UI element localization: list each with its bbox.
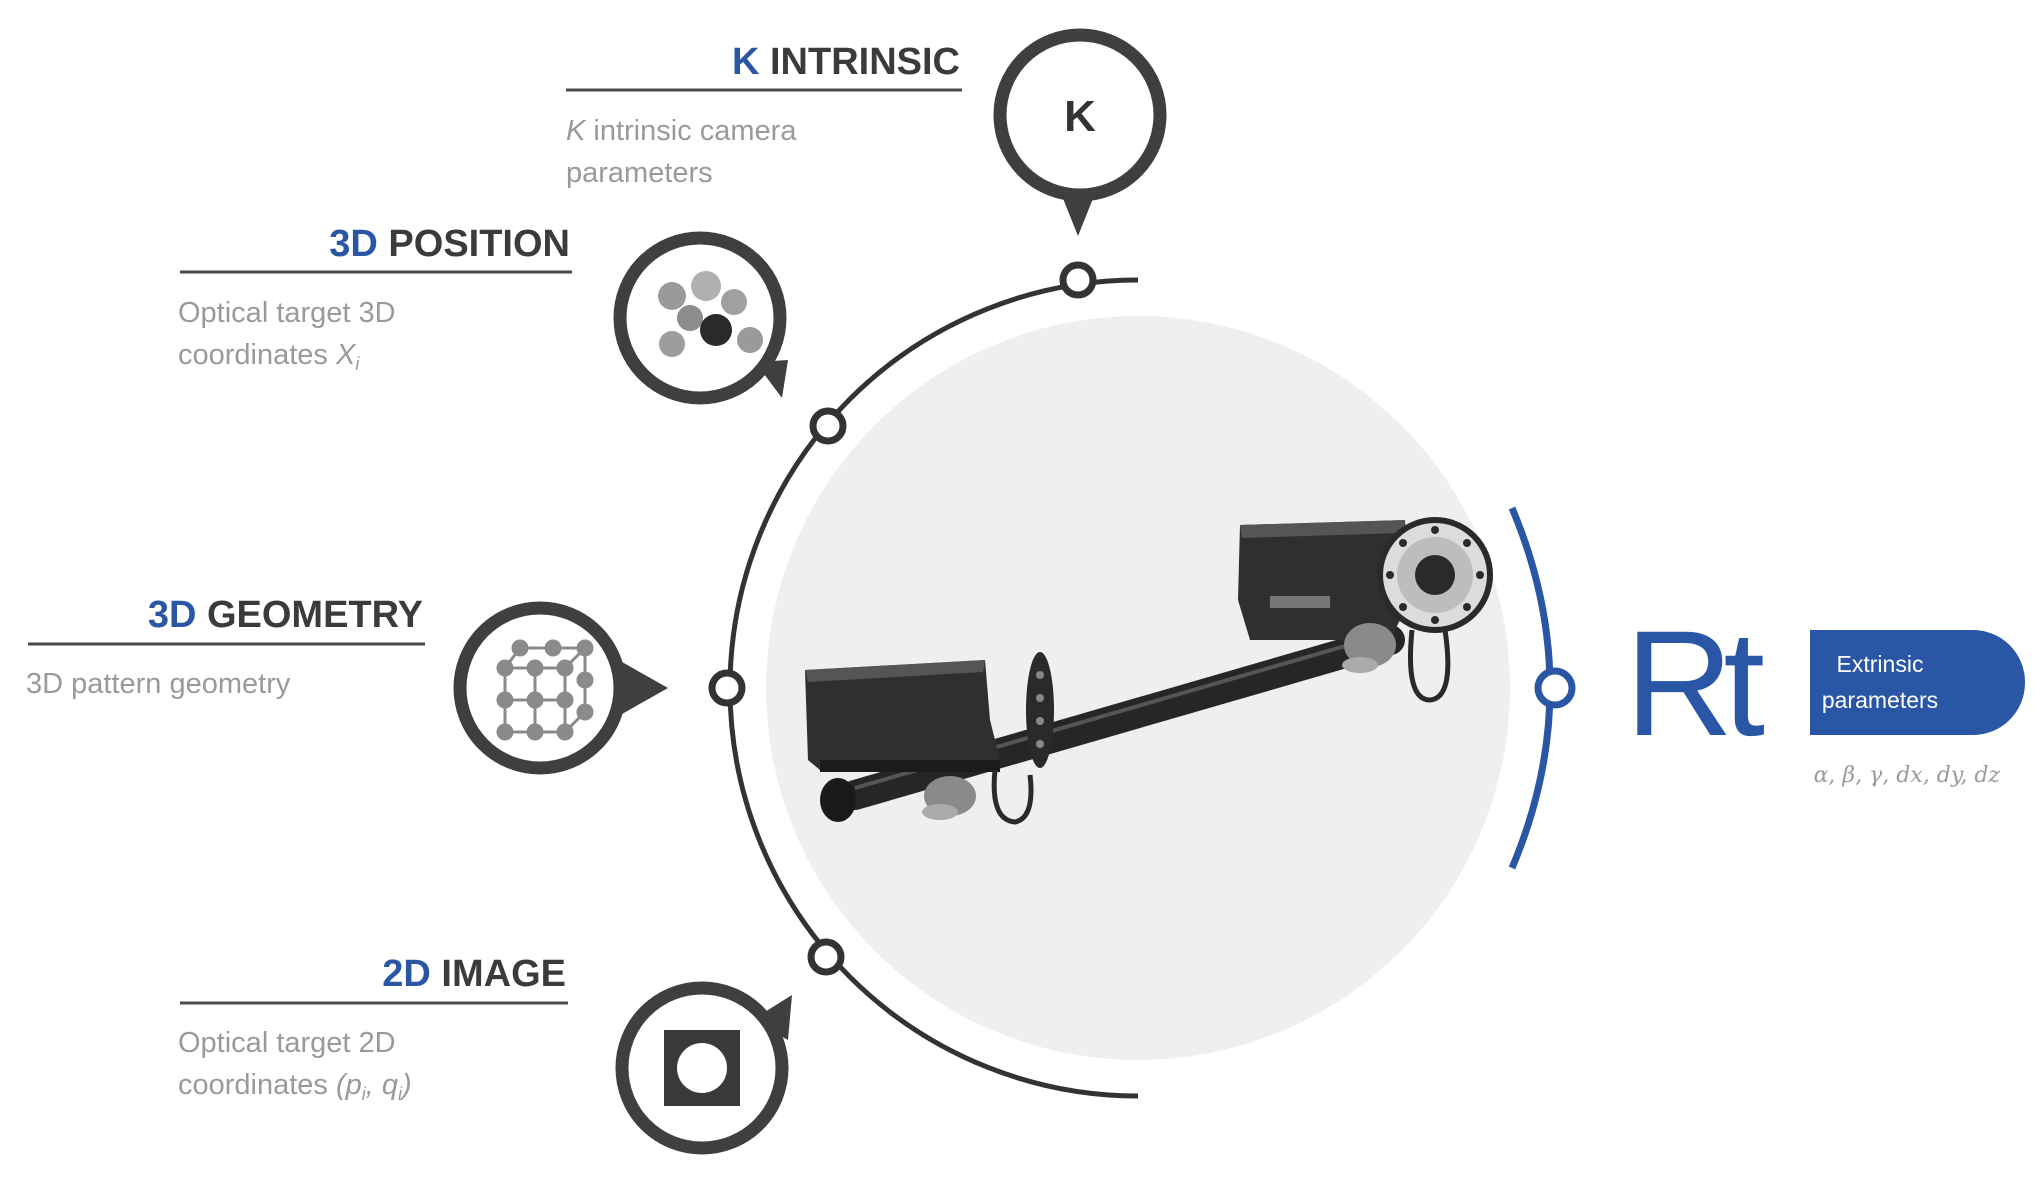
extrinsic-pill-line1: Extrinsic bbox=[1837, 651, 1924, 677]
node-2d-image bbox=[807, 938, 845, 976]
extrinsic-pill-line2: parameters bbox=[1822, 687, 1938, 713]
square-target-icon bbox=[664, 1030, 740, 1106]
extrinsic-result: Rt Extrinsic parameters α, β, γ, dx, dy,… bbox=[1625, 599, 2025, 788]
k-intrinsic-item: K INTRINSIC K intrinsic camera parameter… bbox=[566, 28, 1167, 236]
3d-position-title: 3D POSITION bbox=[329, 223, 570, 265]
node-3d-geometry bbox=[708, 669, 746, 707]
3d-position-item: 3D POSITION Optical target 3D coordinate… bbox=[178, 223, 788, 405]
2d-image-title: 2D IMAGE bbox=[382, 953, 566, 995]
extrinsic-params: α, β, γ, dx, dy, dz bbox=[1814, 763, 2001, 788]
node-extrinsic bbox=[1534, 667, 1576, 709]
3d-geometry-item: 3D GEOMETRY 3D pattern geometry bbox=[26, 594, 668, 775]
point-grid-cube-icon bbox=[496, 639, 594, 741]
k-intrinsic-title: K INTRINSIC bbox=[732, 41, 960, 83]
3d-position-desc-line1: Optical target 3D bbox=[178, 297, 396, 329]
center-disc bbox=[766, 316, 1510, 1060]
k-intrinsic-desc-line1: K intrinsic camera bbox=[566, 115, 797, 147]
3d-geometry-title: 3D GEOMETRY bbox=[148, 594, 423, 636]
k-intrinsic-desc-line2: parameters bbox=[566, 157, 713, 189]
3d-position-desc-line2: coordinates Xi bbox=[178, 339, 360, 374]
3d-geometry-bubble bbox=[453, 601, 627, 775]
node-3d-position bbox=[809, 407, 847, 445]
2d-image-desc-line1: Optical target 2D bbox=[178, 1027, 396, 1059]
spheres-cluster-icon bbox=[658, 271, 763, 357]
2d-image-item: 2D IMAGE Optical target 2D coordinates (… bbox=[178, 953, 792, 1155]
letter-k-icon: K bbox=[1064, 92, 1096, 141]
3d-geometry-desc-line1: 3D pattern geometry bbox=[26, 668, 291, 700]
camera-rig-illustration bbox=[805, 517, 1493, 825]
k-bubble-tail bbox=[1062, 196, 1094, 236]
rt-backdrop bbox=[1630, 630, 1810, 735]
2d-image-desc-line2: coordinates (pi, qi) bbox=[178, 1069, 412, 1104]
3d-geometry-bubble-tail bbox=[622, 662, 668, 714]
k-bubble bbox=[993, 28, 1167, 202]
rt-label: Rt bbox=[1625, 599, 1764, 767]
node-k-intrinsic bbox=[1059, 261, 1097, 299]
